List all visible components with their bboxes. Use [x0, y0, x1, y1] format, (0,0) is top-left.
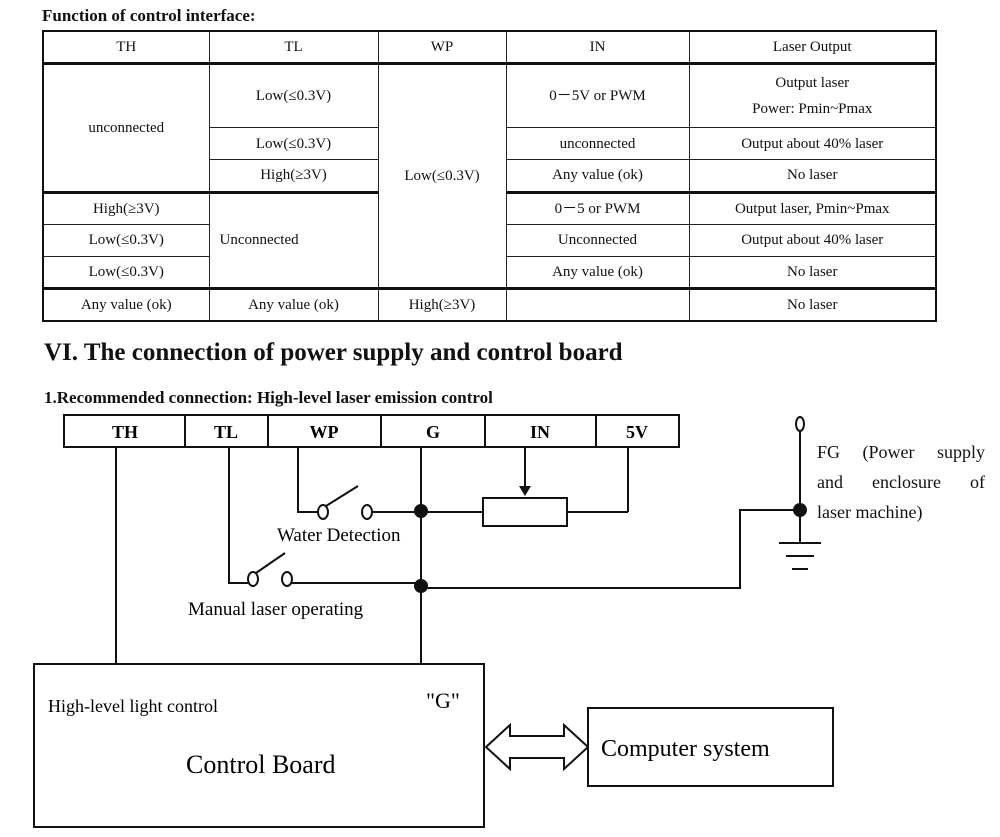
table-header-row: TH TL WP IN Laser Output [42, 30, 937, 64]
header-laser-output: Laser Output [688, 30, 937, 64]
table-row: Low(≤0.3V) unconnected Output about 40% … [43, 127, 937, 161]
cell-output: No laser [688, 256, 937, 290]
terminal-5v-label: 5V [626, 422, 648, 442]
cell-tl-group2: Unconnected [208, 190, 379, 290]
water-detection-switch [317, 485, 373, 520]
cell-in: Any value (ok) [505, 159, 690, 193]
fg-terminal-icon [795, 416, 805, 432]
cell-th: High(≥3V) [42, 190, 210, 225]
potentiometer [482, 497, 568, 527]
cell-output-line1: Output laser [775, 74, 850, 91]
cell-th: Low(≤0.3V) [42, 223, 210, 258]
terminal-tl-label: TL [214, 422, 238, 442]
water-detection-label: Water Detection [277, 525, 401, 546]
cell-output: Output about 40% laser [688, 127, 937, 161]
cell-wp-merged: Low(≤0.3V) [377, 61, 507, 290]
cell-in: 0－5V or PWM [505, 61, 690, 129]
terminal-g-label: G [426, 422, 440, 442]
cell-output: Output laser Power: Pmin~Pmax [688, 61, 937, 129]
cell-tl: Any value (ok) [208, 287, 379, 322]
fg-note-line: and enclosure of [817, 472, 985, 492]
in-arrow-icon [519, 486, 531, 496]
ground-icon [779, 542, 821, 570]
board-title: Control Board [186, 750, 336, 779]
bidirectional-arrow-icon [484, 722, 590, 772]
cell-th: Any value (ok) [42, 287, 210, 322]
cell-output: No laser [688, 287, 937, 322]
junction-dot [793, 503, 807, 517]
wires [115, 428, 801, 664]
board-caption: High-level light control [48, 696, 218, 716]
cell-th-group1: unconnected [42, 61, 210, 193]
cell-tl: Low(≤0.3V) [208, 61, 379, 129]
section-heading: VI. The connection of power supply and c… [44, 339, 623, 366]
computer-label: Computer system [601, 736, 770, 762]
control-interface-table: TH TL WP IN Laser Output unconnected Low… [42, 30, 937, 322]
computer-system-box [587, 707, 834, 787]
header-th: TH [42, 30, 210, 64]
board-g-label: "G" [426, 688, 460, 713]
cell-wp: High(≥3V) [377, 287, 507, 322]
cell-output-line2: Power: Pmin~Pmax [752, 100, 873, 117]
table-row: unconnected Low(≤0.3V) Low(≤0.3V) 0－5V o… [42, 61, 937, 290]
diagram-subheading: 1.Recommended connection: High-level las… [44, 388, 493, 407]
table-row: Any value (ok) Any value (ok) High(≥3V) … [42, 287, 937, 322]
cell-in: unconnected [505, 127, 690, 161]
fg-note-line: laser machine) [817, 502, 923, 522]
cell-in [505, 287, 690, 322]
header-tl: TL [208, 30, 379, 64]
terminal-th-label: TH [112, 422, 138, 442]
manual-laser-switch [247, 552, 293, 587]
manual-laser-label: Manual laser operating [188, 599, 364, 620]
header-wp: WP [377, 30, 507, 64]
cell-in: Any value (ok) [505, 256, 690, 290]
terminal-strip [63, 414, 680, 448]
junction-dot [414, 504, 428, 518]
terminal-wp-label: WP [310, 422, 339, 442]
control-board-box [33, 663, 485, 828]
fg-note: FG (Power supply and enclosure of laser … [817, 437, 985, 527]
control-interface-title: Function of control interface: [42, 6, 256, 25]
junction-dot [414, 579, 428, 593]
terminal-in-label: IN [530, 422, 550, 442]
cell-output: Output about 40% laser [688, 223, 937, 258]
fg-note-line: FG (Power supply [817, 442, 985, 462]
